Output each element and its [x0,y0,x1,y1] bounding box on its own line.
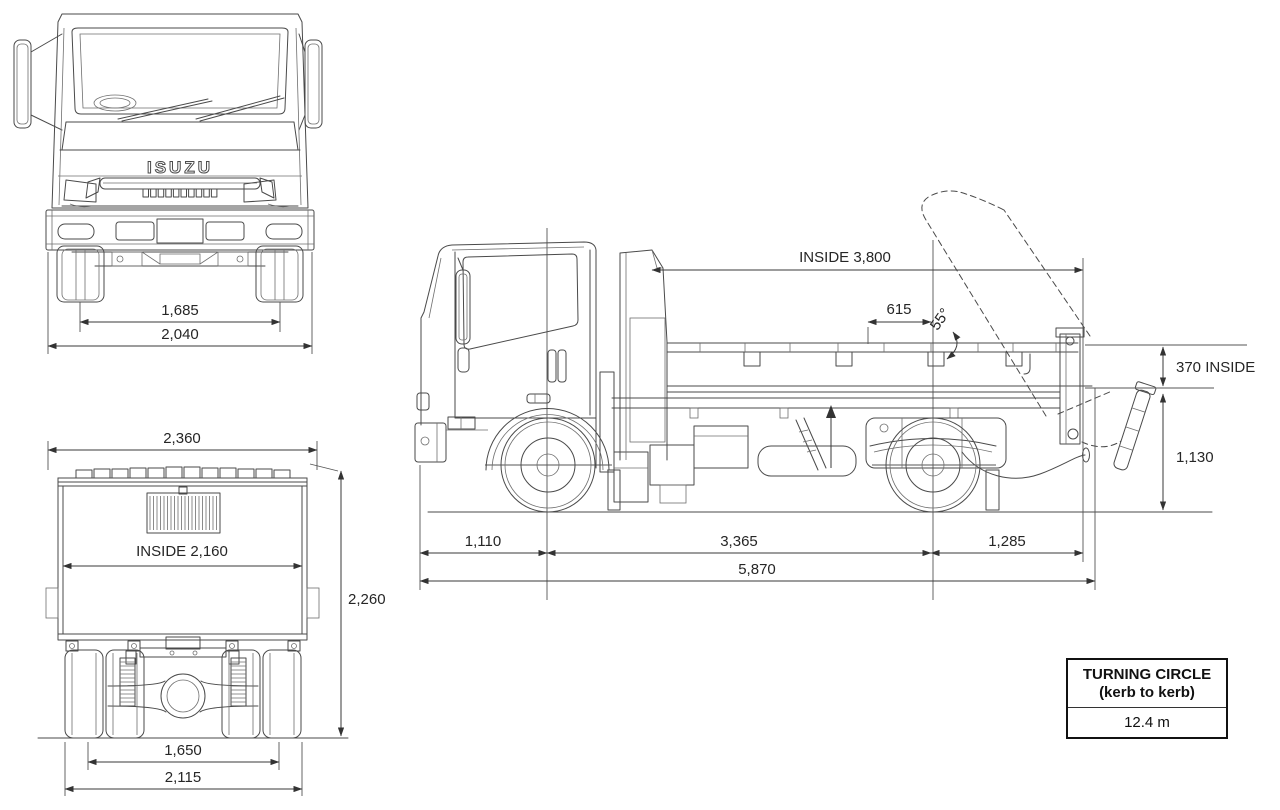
front-mirror-right [298,33,323,131]
side-view: INSIDE 3,800 615 55° 370 INSIDE 1,130 [414,190,1255,600]
headboard [619,249,695,504]
rear-track-label: 1,650 [164,742,202,759]
rear-axle-assembly [107,636,259,719]
overall-length-label: 5,870 [738,561,776,578]
body-offset-dimension: 615 [867,301,932,344]
grille-slats [142,188,218,198]
turning-circle-subtitle: (kerb to kerb) [1099,684,1195,701]
rear-overall-width-dimension: 2,115 [64,742,303,796]
inside-depth-dimension: 370 INSIDE [1085,344,1255,389]
wheelbase-dimension: 3,365 [546,533,932,557]
tip-angle-label: 55° [927,305,954,333]
hoist-cylinder [795,417,827,471]
rear-overhang-dimension: 1,285 [930,533,1084,557]
front-mirror-left [13,33,63,131]
chassis [611,397,1090,511]
tailgate-closed [1055,327,1085,445]
front-axle-detail [71,251,289,267]
muffler [757,445,857,477]
turning-circle-value: 12.4 m [1124,714,1170,731]
front-wheel-side [500,417,596,513]
front-view: ISUZU [13,13,323,354]
toolbox [693,425,749,469]
front-overhang-dimension: 1,110 [419,533,548,557]
rear-body: INSIDE 2,160 [45,466,320,665]
wiper-blades [117,95,285,122]
front-track-label: 1,685 [161,302,199,319]
inside-depth-label: 370 INSIDE [1176,359,1255,376]
door-handle [526,393,551,404]
front-wheel-arch [485,408,610,471]
body-offset-label: 615 [886,301,911,318]
rear-overall-width-label: 2,115 [165,769,201,786]
hoist-arrow [826,405,836,418]
wheelbase-label: 3,365 [720,533,758,550]
front-overall-width-label: 2,040 [161,326,199,343]
inside-length-label: INSIDE 3,800 [799,249,891,266]
rear-wheel-side [885,417,981,513]
rear-height-label: 2,260 [348,591,386,608]
front-bumper-side [414,422,447,463]
side-mirror [455,257,471,373]
rear-view: 2,360 INSIDE 2,160 [37,430,386,796]
side-dimensions: INSIDE 3,800 615 55° 370 INSIDE 1,130 [419,249,1255,590]
turn-lamp [416,392,430,411]
front-grille [61,177,299,208]
front-overhang-label: 1,110 [465,533,501,550]
rear-top-width-label: 2,360 [163,430,201,447]
rear-deck-height-label: 1,130 [1176,449,1214,466]
rear-track-dimension: 1,650 [87,742,280,770]
front-cab [51,13,309,209]
front-bumper [45,209,315,251]
inside-length-dimension: INSIDE 3,800 [419,249,1096,590]
cab-guard-hatch [146,492,221,534]
front-wheels [56,245,304,303]
headlight-left [63,179,97,208]
turning-circle-header: TURNING CIRCLE (kerb to kerb) [1068,660,1226,708]
rear-wheels [64,649,302,739]
axle-centerlines [485,228,996,600]
headlight-right [243,179,291,208]
turning-circle-title: TURNING CIRCLE [1082,666,1212,683]
rear-deck-height-dimension: 1,130 [1159,393,1214,511]
rear-overhang-label: 1,285 [988,533,1026,550]
overall-length-dimension: 5,870 [419,561,1096,585]
rear-mudflap [985,469,1000,511]
rear-top-width-dimension: 2,360 [47,430,318,470]
tailgate-open [1113,381,1157,471]
door-window [462,253,579,350]
exhaust-pipe [961,451,1086,479]
rear-inside-width-label: INSIDE 2,160 [136,543,228,560]
rear-height-dimension: 2,260 [309,463,386,737]
isuzu-logo: ISUZU [147,158,213,177]
dropside-caps [75,466,291,479]
back-of-cab [599,371,649,503]
cargo-bed [666,342,1093,393]
turning-circle-box: TURNING CIRCLE (kerb to kerb) 12.4 m [1066,658,1228,739]
front-dimensions: 1,685 2,040 [47,252,313,354]
side-cab [414,241,621,511]
rope-hook [1023,353,1031,375]
